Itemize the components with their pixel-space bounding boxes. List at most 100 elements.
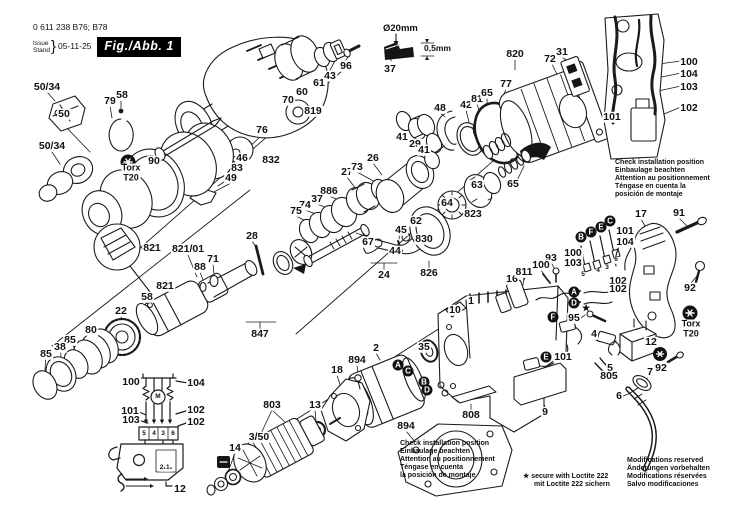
part-number-label: 821 bbox=[155, 279, 175, 292]
figure-label-box: Fig./Abb. 1 bbox=[97, 37, 181, 57]
part-number-label: 805 bbox=[599, 369, 619, 382]
part-number-label: 886 bbox=[319, 184, 339, 197]
part-number-label: 101 bbox=[602, 110, 622, 123]
part-number-label: 104 bbox=[615, 235, 635, 248]
oring-pin-parts-drawing bbox=[395, 110, 443, 154]
assembly-callout-letter: E bbox=[595, 221, 607, 233]
part-number-label: 50/34 bbox=[37, 139, 67, 152]
torx-size: T20 bbox=[123, 172, 139, 182]
part-number-label: 73 bbox=[350, 160, 364, 173]
assembly-callout-letter: C bbox=[402, 365, 414, 377]
part-number-label: 92 bbox=[683, 281, 697, 294]
part-number-label: 803 bbox=[262, 398, 282, 411]
note-line: Check installation position bbox=[400, 440, 490, 447]
installation-section-figure bbox=[603, 13, 666, 160]
part-number-label: 79 bbox=[103, 94, 117, 107]
note-line: Attention au positionnement bbox=[400, 456, 495, 463]
part-number-label: 819 bbox=[303, 104, 323, 117]
part-number-label: 9 bbox=[541, 405, 549, 418]
part-number-label: 43 bbox=[323, 69, 337, 82]
dimension-legend-drawing bbox=[384, 33, 435, 60]
note-line: ★ secure with Loctite 222 bbox=[523, 473, 609, 480]
issue-stand-label: Issue Stand bbox=[33, 40, 50, 54]
part-number-label: 65 bbox=[480, 86, 494, 99]
assembly-callout-letter: C bbox=[604, 215, 616, 227]
part-number-label: 70 bbox=[281, 93, 295, 106]
part-number-label: 48 bbox=[433, 101, 447, 114]
part-number-label: 38 bbox=[53, 340, 67, 353]
part-number-label: 103 bbox=[563, 256, 583, 269]
part-number-label: 1 bbox=[467, 294, 475, 307]
part-number-label: 18 bbox=[330, 363, 344, 376]
part-number-label: 13 bbox=[308, 398, 322, 411]
part-number-label: 76 bbox=[255, 123, 269, 136]
part-number-label: 821 bbox=[142, 241, 162, 254]
assembly-callout-letter: D bbox=[568, 297, 580, 309]
part-number-label: 58 bbox=[140, 290, 154, 303]
part-number-label: 63 bbox=[470, 178, 484, 191]
note-line: Einbaulage beachten bbox=[400, 448, 471, 455]
assembly-callout-letter: A bbox=[568, 286, 580, 298]
terminal-digit-label: 4 bbox=[596, 266, 600, 275]
note-line: Änderungen vorbehalten bbox=[627, 465, 710, 472]
part-number-label: 104 bbox=[679, 67, 699, 80]
part-number-label: 60 bbox=[295, 85, 309, 98]
part-number-label: 103 bbox=[121, 413, 141, 426]
part-number-label: 12 bbox=[173, 482, 187, 495]
note-line: Check installation position bbox=[615, 159, 705, 166]
part-number-label: 104 bbox=[186, 376, 206, 389]
part-number-label: 46 bbox=[235, 151, 249, 164]
note-line: Téngase en cuenta bbox=[400, 464, 464, 471]
part-number-label: 5 bbox=[606, 361, 614, 374]
chuck-assembly-drawing bbox=[38, 95, 234, 239]
part-number-label: 101 bbox=[615, 224, 635, 237]
part-number-label: 17 bbox=[634, 207, 648, 220]
part-number-label: 27 bbox=[340, 165, 354, 178]
part-number-label: 95 bbox=[567, 311, 581, 324]
part-number-label: 101 bbox=[553, 350, 573, 363]
armature-drawing bbox=[206, 415, 341, 496]
part-number-label: 31 bbox=[555, 45, 569, 58]
part-number-label: 821/01 bbox=[170, 242, 206, 255]
motor-symbol: M bbox=[155, 392, 161, 401]
note-line: Modifications reserved bbox=[627, 457, 704, 464]
torx-label: Torx bbox=[681, 318, 701, 329]
torx-label: Torx bbox=[121, 162, 141, 173]
part-number-label: 894 bbox=[396, 419, 416, 432]
part-number-label: 100 bbox=[679, 55, 699, 68]
part-number-label: 894 bbox=[347, 353, 367, 366]
part-number-label: 100 bbox=[531, 258, 551, 271]
note-line: Modifications réservées bbox=[627, 473, 707, 480]
part-number-label: 832 bbox=[261, 153, 281, 166]
terminal-digit-label: 6 bbox=[614, 255, 618, 264]
diameter-dimension-label: Ø20mm bbox=[383, 23, 418, 34]
part-number-label: 35 bbox=[417, 340, 431, 353]
part-number-label: 88 bbox=[193, 260, 207, 273]
part-number-label: 44 bbox=[388, 244, 402, 257]
part-number-label: 37 bbox=[383, 62, 397, 75]
terminal-digit-label: 6 bbox=[171, 429, 175, 438]
part-number-label: 6 bbox=[615, 389, 623, 402]
part-number-label: 2 bbox=[372, 341, 380, 354]
assembly-callout-letter: B bbox=[418, 376, 430, 388]
part-number-label: 10 bbox=[448, 303, 462, 316]
part-number-label: 49 bbox=[224, 171, 238, 184]
part-number-label: 74 bbox=[298, 198, 312, 211]
part-number-label: 4 bbox=[590, 327, 598, 340]
note-line: posición de montaje bbox=[615, 191, 683, 198]
ring-gear-spring-drawing bbox=[32, 317, 142, 400]
part-number-label: 61 bbox=[312, 76, 326, 89]
part-number-label: 102 bbox=[608, 274, 628, 287]
part-number-label: 830 bbox=[414, 232, 434, 245]
part-number-label: 820 bbox=[505, 47, 525, 60]
part-number-label: 65 bbox=[506, 177, 520, 190]
part-number-label: 85 bbox=[63, 333, 77, 346]
part-number-label: 96 bbox=[339, 59, 353, 72]
title-block: 0 611 238 B76; B78 Issue Stand } 05-11-2… bbox=[33, 22, 181, 57]
part-number-label: 42 bbox=[459, 98, 473, 111]
